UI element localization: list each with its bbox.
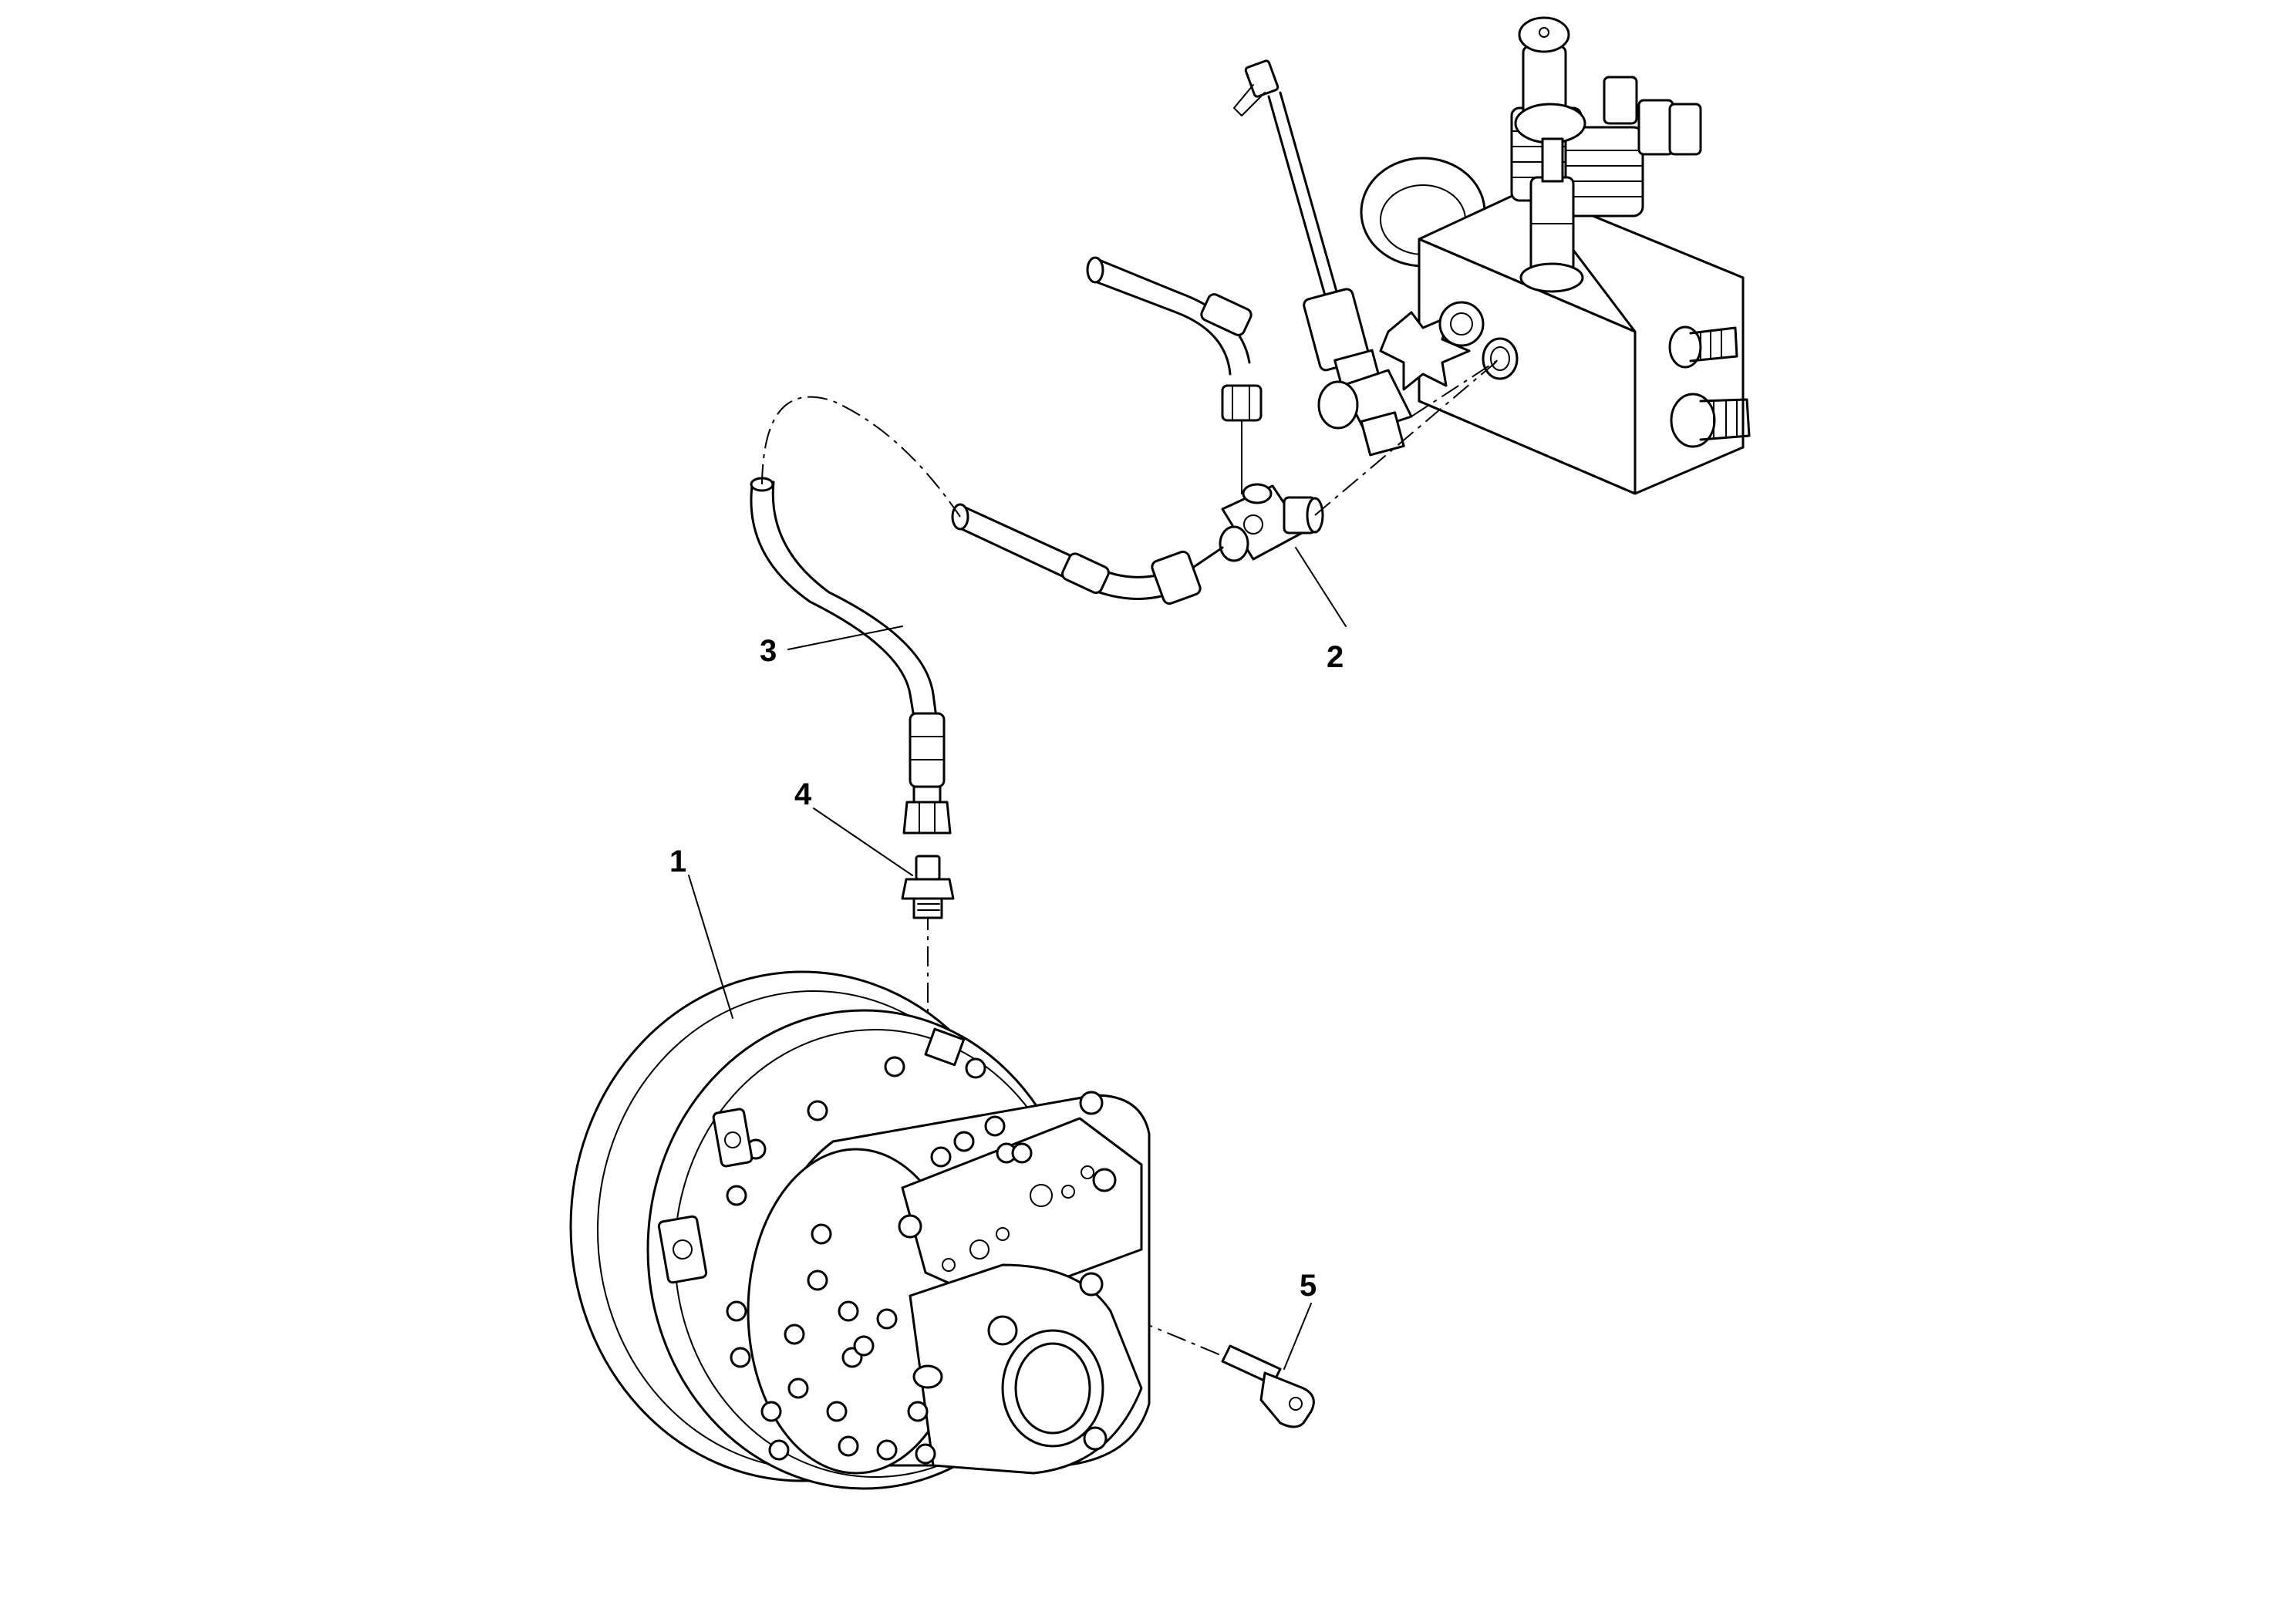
- callout-5: 5: [1300, 1269, 1317, 1303]
- callout-2: 2: [1327, 640, 1344, 674]
- callout-3: 3: [760, 634, 777, 668]
- connection-line-tee-block: [1314, 358, 1501, 516]
- solenoid-coil-right: [1564, 76, 1702, 218]
- tee-fitting: [1219, 483, 1324, 562]
- hose-long: [750, 477, 952, 835]
- flange-bolts: [726, 1056, 1117, 1465]
- connection-line-loop: [761, 396, 961, 518]
- pressure-sensor: [1233, 59, 1485, 457]
- speed-sensor-pin: [1221, 1344, 1315, 1428]
- connection-line-sensor: [1411, 358, 1501, 417]
- callout-leaders: [688, 547, 1347, 1370]
- hydraulic-motor: [569, 970, 1151, 1490]
- valve-block: [1360, 16, 1751, 495]
- port-fitting-lower: [1670, 393, 1751, 448]
- cartridge-valve: [1514, 16, 1586, 293]
- callout-4: 4: [794, 777, 812, 811]
- hose-lower: [951, 503, 1224, 605]
- adapter-fitting: [901, 855, 955, 919]
- hose-upper: [1086, 256, 1263, 494]
- callout-1: 1: [669, 845, 686, 878]
- port-fitting-upper: [1668, 325, 1738, 369]
